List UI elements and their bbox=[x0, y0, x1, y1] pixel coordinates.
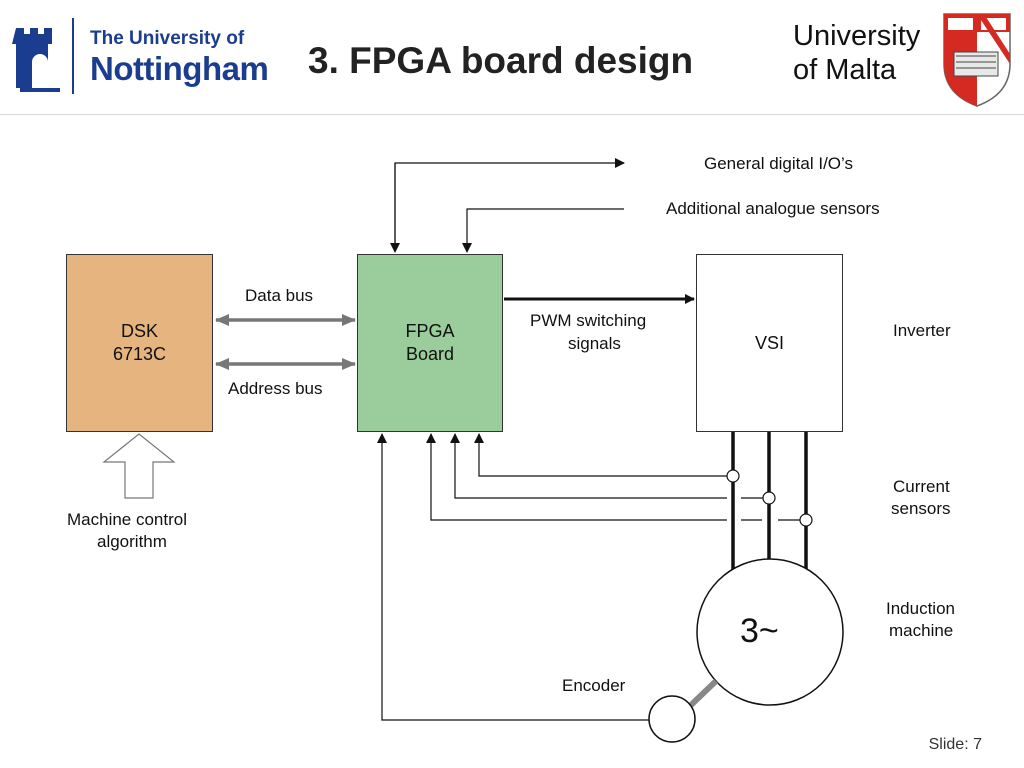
inverter-label: Inverter bbox=[893, 321, 951, 340]
data-bus-label: Data bus bbox=[245, 286, 314, 305]
fpga-label-line2: Board bbox=[405, 344, 455, 364]
general-io-label: General digital I/O’s bbox=[704, 154, 853, 173]
nottingham-divider bbox=[72, 18, 74, 94]
current-sensors-label-line1: Current bbox=[893, 477, 950, 496]
encoder-feedback bbox=[377, 433, 650, 721]
fpga-board-box: FPGA Board bbox=[357, 254, 503, 432]
nottingham-logo bbox=[10, 18, 270, 94]
analogue-sensors-connector bbox=[462, 208, 624, 253]
encoder-shaft bbox=[687, 678, 719, 709]
motor-symbol: 3~ bbox=[740, 612, 779, 650]
malta-logo-line1: University bbox=[793, 20, 921, 52]
nottingham-logo-line1: The University of bbox=[90, 28, 245, 49]
induction-machine-label-line1: Induction bbox=[886, 599, 955, 618]
page-title: 3. FPGA board design bbox=[308, 40, 694, 81]
control-algorithm-label-line1: Machine control bbox=[67, 510, 188, 529]
encoder-label: Encoder bbox=[562, 676, 626, 695]
control-algorithm-label-line2: algorithm bbox=[97, 532, 167, 551]
address-bus-label: Address bus bbox=[228, 379, 323, 398]
malta-logo-line2: of Malta bbox=[793, 54, 897, 86]
analogue-sensors-label: Additional analogue sensors bbox=[666, 199, 880, 218]
induction-machine-circle bbox=[696, 558, 844, 706]
pwm-label-line2: signals bbox=[568, 334, 621, 353]
control-algorithm-arrow bbox=[102, 433, 176, 499]
dsk-6713c-box: DSK 6713C bbox=[66, 254, 213, 432]
slide-number: Slide: 7 bbox=[928, 736, 982, 753]
general-io-connector bbox=[390, 158, 625, 253]
vsi-label: VSI bbox=[754, 332, 784, 353]
current-sensors-label-line2: sensors bbox=[891, 499, 951, 518]
pwm-label-line1: PWM switching bbox=[530, 311, 647, 330]
vsi-box: VSI bbox=[696, 254, 843, 432]
nottingham-logo-line2: Nottingham bbox=[90, 50, 269, 87]
malta-crest-icon bbox=[943, 13, 1011, 107]
dsk-label-line1: DSK bbox=[120, 321, 158, 341]
header-divider bbox=[0, 114, 1024, 115]
fpga-label-line1: FPGA bbox=[405, 321, 455, 341]
current-sensor-feedback bbox=[431, 434, 813, 527]
dsk-label-line2: 6713C bbox=[112, 344, 167, 364]
nottingham-castle-icon bbox=[12, 28, 60, 92]
induction-machine-label-line2: machine bbox=[889, 621, 954, 640]
encoder-disk bbox=[648, 695, 696, 743]
